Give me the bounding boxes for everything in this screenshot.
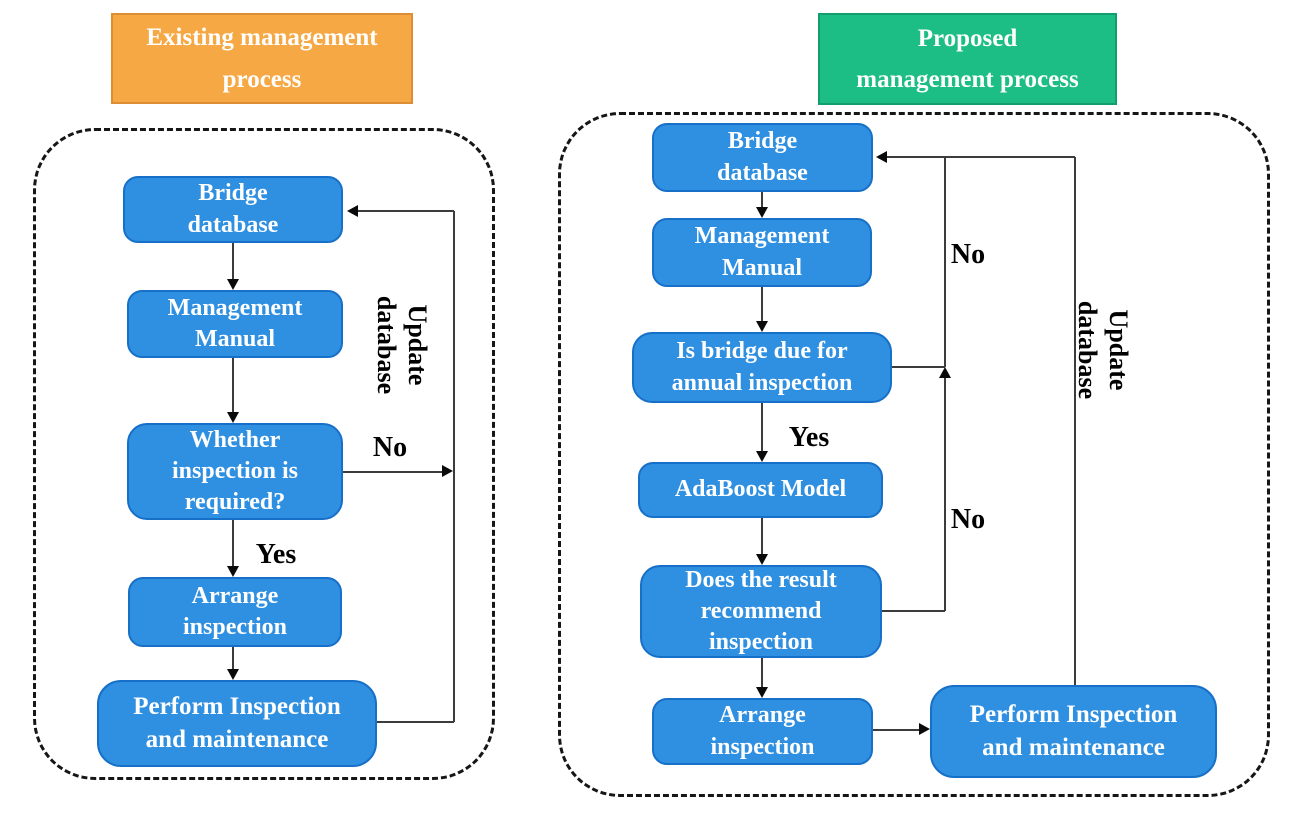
edge-proposed-bridge-to-manual bbox=[761, 192, 763, 208]
node-existing-inspection-required: Whether inspection is required? bbox=[127, 423, 343, 520]
node-existing-management-manual: Management Manual bbox=[127, 290, 343, 358]
edge-existing-arrange-to-perform bbox=[232, 647, 234, 670]
edge-proposed-no-bottom-horizontal bbox=[882, 610, 945, 612]
label-existing-yes: Yes bbox=[255, 538, 297, 570]
edge-proposed-feedback-top bbox=[887, 156, 1075, 158]
node-proposed-result-recommend: Does the result recommend inspection bbox=[640, 565, 882, 658]
edge-existing-feedback-bottom bbox=[377, 721, 454, 723]
edge-existing-feedback-top bbox=[358, 210, 454, 212]
edge-existing-manual-to-whether bbox=[232, 358, 234, 413]
label-existing-no: No bbox=[372, 431, 408, 463]
edge-proposed-no-top-horizontal bbox=[892, 366, 945, 368]
edge-proposed-feedback-vertical bbox=[1074, 157, 1076, 685]
node-existing-arrange-inspection: Arrange inspection bbox=[128, 577, 342, 647]
arrowhead-up-icon bbox=[939, 367, 951, 378]
label-proposed-update-database: Update database bbox=[1073, 300, 1134, 400]
arrowhead-right-icon bbox=[442, 465, 453, 477]
proposed-process-boundary bbox=[558, 112, 1270, 797]
label-existing-update-database: Update database bbox=[372, 295, 433, 395]
arrowhead-left-icon bbox=[876, 151, 887, 163]
edge-proposed-manual-to-due bbox=[761, 287, 763, 322]
edge-proposed-arrange-to-perform bbox=[873, 729, 920, 731]
arrowhead-down-icon bbox=[227, 669, 239, 680]
node-proposed-bridge-database: Bridge database bbox=[652, 123, 873, 192]
edge-proposed-no-vertical-upper bbox=[944, 157, 946, 367]
existing-process-boundary bbox=[33, 128, 495, 780]
node-proposed-due-for-inspection: Is bridge due for annual inspection bbox=[632, 332, 892, 403]
arrowhead-down-icon bbox=[756, 451, 768, 462]
edge-proposed-due-to-adaboost bbox=[761, 403, 763, 452]
arrowhead-down-icon bbox=[227, 412, 239, 423]
node-existing-bridge-database: Bridge database bbox=[123, 176, 343, 243]
arrowhead-right-icon bbox=[919, 723, 930, 735]
edge-existing-no-branch bbox=[343, 471, 443, 473]
edge-proposed-adaboost-to-result bbox=[761, 518, 763, 555]
node-existing-perform-inspection: Perform Inspection and maintenance bbox=[97, 680, 377, 767]
node-proposed-perform-inspection: Perform Inspection and maintenance bbox=[930, 685, 1217, 778]
arrowhead-down-icon bbox=[756, 687, 768, 698]
edge-proposed-result-to-arrange bbox=[761, 658, 763, 688]
edge-existing-whether-to-arrange bbox=[232, 520, 234, 566]
label-proposed-no-top: No bbox=[950, 238, 986, 270]
label-proposed-no-bottom: No bbox=[950, 503, 986, 535]
edge-existing-feedback-vertical bbox=[453, 211, 455, 722]
proposed-process-title: Proposed management process bbox=[818, 13, 1117, 105]
arrowhead-down-icon bbox=[227, 279, 239, 290]
arrowhead-down-icon bbox=[756, 321, 768, 332]
arrowhead-down-icon bbox=[227, 566, 239, 577]
existing-process-title: Existing management process bbox=[111, 13, 413, 104]
edge-existing-bridge-to-manual bbox=[232, 243, 234, 280]
node-proposed-adaboost-model: AdaBoost Model bbox=[638, 462, 883, 518]
arrowhead-down-icon bbox=[756, 207, 768, 218]
node-proposed-arrange-inspection: Arrange inspection bbox=[652, 698, 873, 765]
node-proposed-management-manual: Management Manual bbox=[652, 218, 872, 287]
arrowhead-down-icon bbox=[756, 554, 768, 565]
edge-proposed-no-vertical-lower bbox=[944, 378, 946, 611]
arrowhead-left-icon bbox=[347, 205, 358, 217]
label-proposed-yes: Yes bbox=[788, 421, 830, 453]
